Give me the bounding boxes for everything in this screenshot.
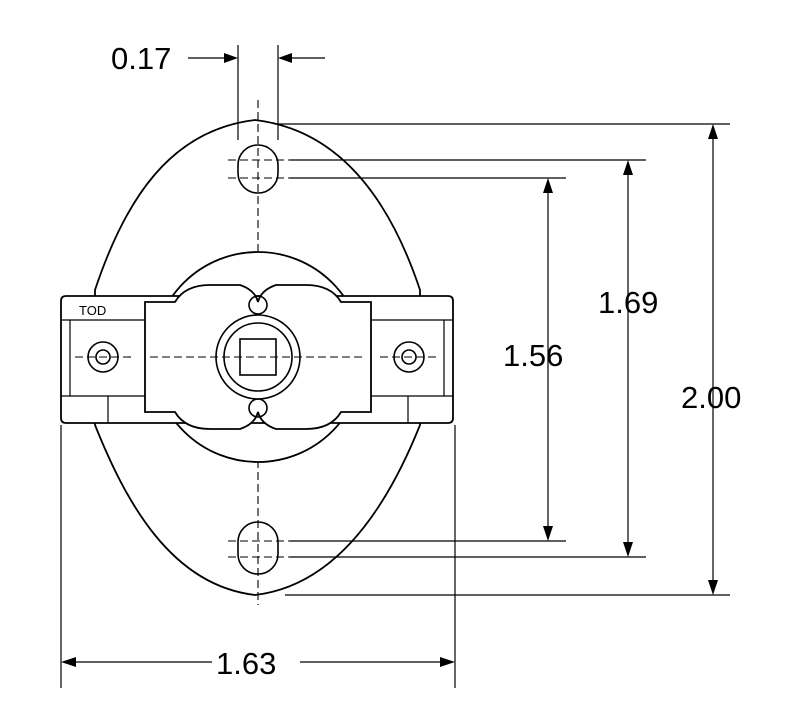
dimension-slot-center-spacing	[290, 177, 566, 542]
top-mounting-slot	[228, 144, 292, 194]
dimension-label-slot-center-spacing: 1.56	[503, 338, 563, 373]
right-terminal-screw	[380, 341, 440, 373]
dimension-label-overall-width: 1.63	[216, 646, 276, 681]
left-terminal-screw	[75, 341, 135, 373]
dimension-overall-height	[278, 123, 730, 596]
dimension-label-overall-height: 2.00	[681, 380, 741, 415]
dimension-label-slot-outer-spacing: 1.69	[598, 285, 658, 320]
part-label: TOD	[79, 303, 106, 318]
upper-rivet	[248, 295, 268, 315]
dimension-label-slot-width: 0.17	[111, 41, 171, 76]
dimension-slot-outer-spacing	[290, 159, 646, 558]
dimension-overall-width	[60, 425, 456, 688]
